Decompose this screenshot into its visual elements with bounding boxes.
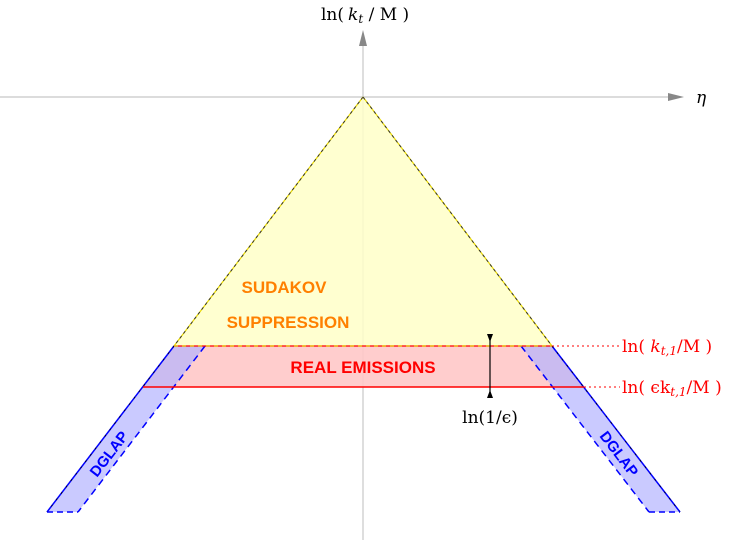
- width-arrow-bottom-icon: [487, 390, 493, 398]
- dglap-left-region: [47, 346, 205, 512]
- sudakov-region: [174, 97, 552, 346]
- eta-axis-arrow-icon: [668, 93, 684, 101]
- sudakov-label-line1: SUDAKOV: [241, 278, 327, 297]
- kt1-annotation: ln( kt,1/M ): [622, 337, 712, 358]
- kt-axis-arrow-icon: [359, 30, 367, 46]
- width-arrow-top-icon: [487, 334, 493, 342]
- dglap-right-region: [521, 346, 680, 512]
- eta-axis-label: η: [696, 88, 707, 108]
- real-emissions-label: REAL EMISSIONS: [290, 358, 435, 377]
- real-emissions-region: [143, 346, 584, 387]
- sudakov-label-line2: SUPPRESSION: [227, 313, 350, 332]
- eps-kt1-annotation: ln( ϵkt,1/M ): [622, 378, 722, 399]
- width-label: ln(1/ϵ): [462, 408, 518, 428]
- kt-axis-label: ln(kt / M ): [321, 5, 409, 26]
